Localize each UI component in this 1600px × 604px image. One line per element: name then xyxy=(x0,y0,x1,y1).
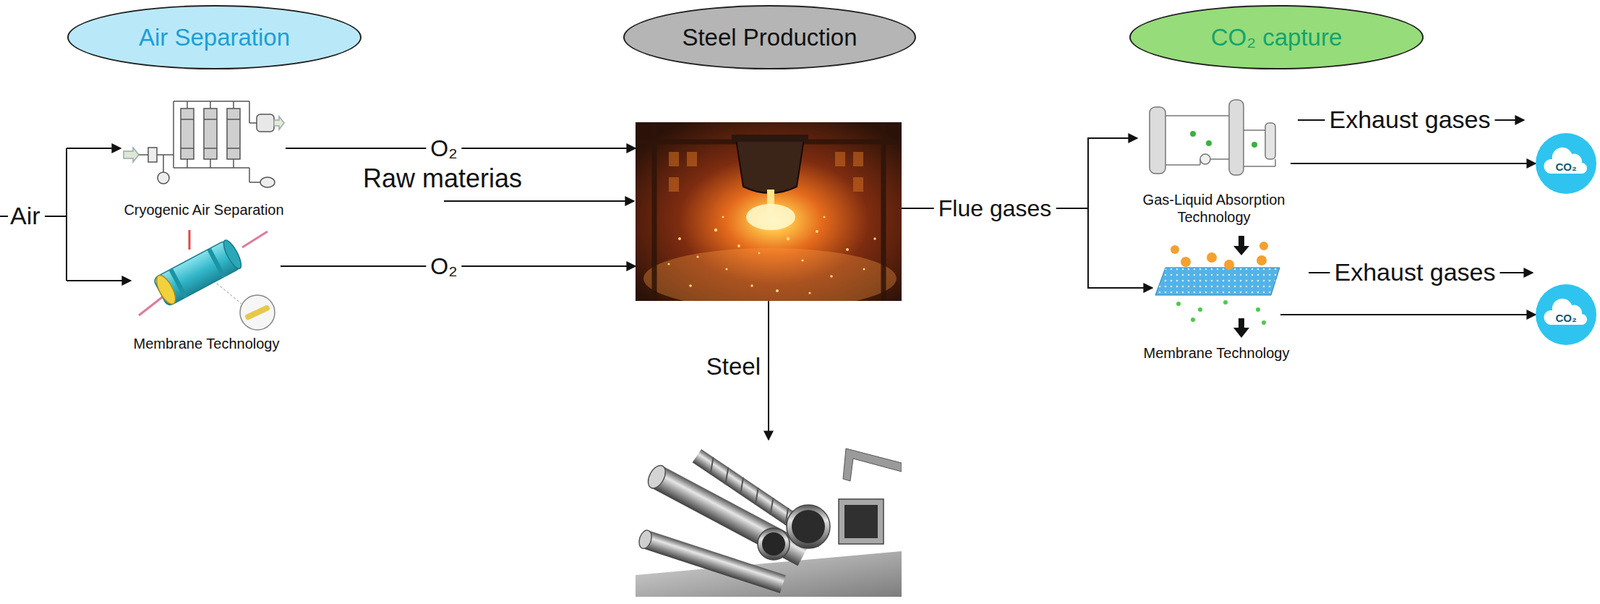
membrane-module-illustration xyxy=(138,229,275,330)
input-label: Raw materias xyxy=(362,163,523,194)
process-unit: Membrane Technology xyxy=(132,224,281,332)
header-text: Steel Production xyxy=(681,23,857,52)
unit-caption: Membrane Technology xyxy=(1130,344,1304,362)
co2-output: CO₂ xyxy=(1535,284,1597,345)
cloud-outline xyxy=(1543,147,1587,174)
output-label: Steel xyxy=(706,352,761,381)
process-unit: Cryogenic Air Separation xyxy=(122,96,286,199)
flow-label: O₂ xyxy=(425,135,462,162)
steel-furnace-photo xyxy=(635,122,902,301)
flow-arrow xyxy=(1290,162,1536,165)
process-unit: Membrane Technology xyxy=(1152,234,1281,339)
steel-furnace: Steel Production xyxy=(635,122,902,301)
flow-label: Flue gases xyxy=(934,195,1057,222)
stream-label: Exhaust gases xyxy=(1329,258,1500,287)
header-text: Air Separation xyxy=(138,23,290,52)
unit-caption: Gas-Liquid Absorption Technology xyxy=(1123,190,1305,226)
caption-text: Membrane Technology xyxy=(1130,344,1304,362)
cloud-text: CO₂ xyxy=(1555,160,1577,173)
caption-text: Membrane Technology xyxy=(120,334,294,353)
flow-arrow xyxy=(1280,313,1536,316)
flow-label: O₂ xyxy=(425,253,462,280)
caption-text: Cryogenic Air Separation xyxy=(109,200,299,219)
unit-caption: Cryogenic Air Separation xyxy=(109,200,299,219)
unit-caption: Membrane Technology xyxy=(120,334,294,353)
steel-arrow xyxy=(767,300,770,440)
process-unit: Gas-Liquid Absorption Technology xyxy=(1137,96,1291,187)
cloud-outline xyxy=(1543,298,1587,325)
cryogenic-plant-illustration xyxy=(123,101,285,188)
membrane-capture-illustration xyxy=(1155,235,1280,338)
section-header: CO₂ capture xyxy=(1129,5,1424,70)
section-header: Air Separation xyxy=(67,5,362,70)
raw-materials-arrow xyxy=(443,200,635,202)
stream-label: Exhaust gases xyxy=(1324,105,1495,134)
co2-output: CO₂ xyxy=(1535,133,1597,194)
cloud-text: CO₂ xyxy=(1555,311,1577,324)
input-label: Air xyxy=(10,201,41,230)
header-pill: Steel Production xyxy=(623,5,917,70)
absorption-plant-illustration xyxy=(1149,99,1276,175)
caption-text: Gas-Liquid Absorption Technology xyxy=(1123,190,1305,226)
air-feed-lines xyxy=(0,148,131,281)
header-text: CO₂ capture xyxy=(1211,23,1343,52)
steel-products-photo xyxy=(635,441,902,597)
